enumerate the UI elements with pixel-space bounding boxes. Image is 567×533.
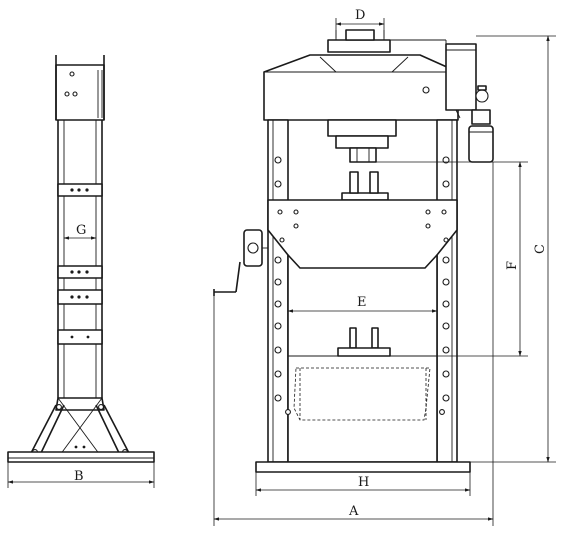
hand-crank	[213, 229, 268, 296]
press-blocks-upper	[341, 171, 389, 201]
dimension-label-d: D	[355, 8, 365, 23]
dimension-h: H	[255, 472, 471, 496]
dimension-label-g: G	[76, 223, 86, 238]
front-view: D	[213, 8, 556, 526]
press-head	[263, 54, 459, 121]
dimension-c: C	[470, 35, 556, 463]
dimension-f: F	[372, 161, 528, 357]
dimension-a: A	[213, 162, 494, 526]
ram	[327, 119, 397, 163]
side-base	[7, 451, 155, 463]
hydraulic-pump	[390, 39, 494, 163]
side-view: G B	[7, 55, 155, 488]
front-base	[255, 461, 471, 473]
side-column	[57, 120, 103, 398]
side-legs	[29, 397, 131, 456]
cylinder-top: D	[327, 8, 391, 53]
dimension-label-a: A	[348, 504, 359, 519]
dimension-label-b: B	[74, 469, 84, 484]
column-holes	[274, 156, 450, 415]
dimension-label-h: H	[358, 475, 369, 490]
dimension-label-e: E	[357, 295, 367, 310]
dimension-label-c: C	[533, 244, 548, 254]
lower-cage	[293, 367, 431, 421]
work-table-frame	[267, 199, 458, 463]
dimension-b: B	[7, 462, 155, 488]
dimension-g: G	[63, 223, 97, 240]
dimension-e: E	[287, 295, 438, 313]
side-top-bracket	[55, 55, 105, 121]
dimension-label-f: F	[505, 261, 520, 270]
